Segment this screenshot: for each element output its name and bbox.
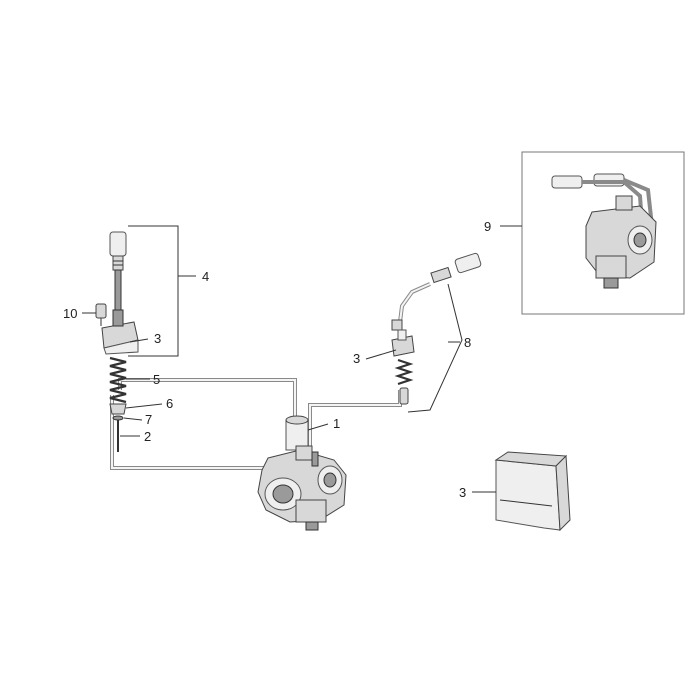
callout-3-bag: 3: [459, 485, 466, 500]
callout-10: 10: [63, 306, 77, 321]
callout-3-left: 3: [154, 331, 161, 346]
slide-cylinder-part: [285, 415, 309, 451]
callout-6: 6: [166, 396, 173, 411]
callout-8: 8: [464, 335, 471, 350]
choke-spring-part: [394, 358, 414, 386]
callout-1: 1: [333, 416, 340, 431]
callout-4: 4: [202, 269, 209, 284]
choke-needle-part: [399, 387, 409, 405]
leader-lines: [82, 225, 522, 493]
screw-part: [95, 303, 107, 326]
parts-bag: [494, 451, 571, 532]
throttle-slide-body: [101, 309, 139, 355]
callout-9: 9: [484, 219, 491, 234]
choke-cable-part: [398, 252, 482, 323]
carburetor-body: [257, 445, 347, 531]
clip-part: [112, 415, 124, 421]
throttle-cable-tube: [110, 378, 402, 470]
retainer-part: [109, 403, 127, 415]
inset-frame: [521, 151, 685, 315]
callout-3-middle: 3: [353, 351, 360, 366]
callout-7: 7: [145, 412, 152, 427]
assembled-carburetor: [551, 173, 657, 289]
cable-cap-part: [109, 231, 127, 311]
callout-5: 5: [153, 372, 160, 387]
choke-plunger-part: [391, 319, 415, 357]
spring-part: [109, 356, 127, 404]
callout-2: 2: [144, 429, 151, 444]
group-8-bracket: [407, 283, 463, 413]
